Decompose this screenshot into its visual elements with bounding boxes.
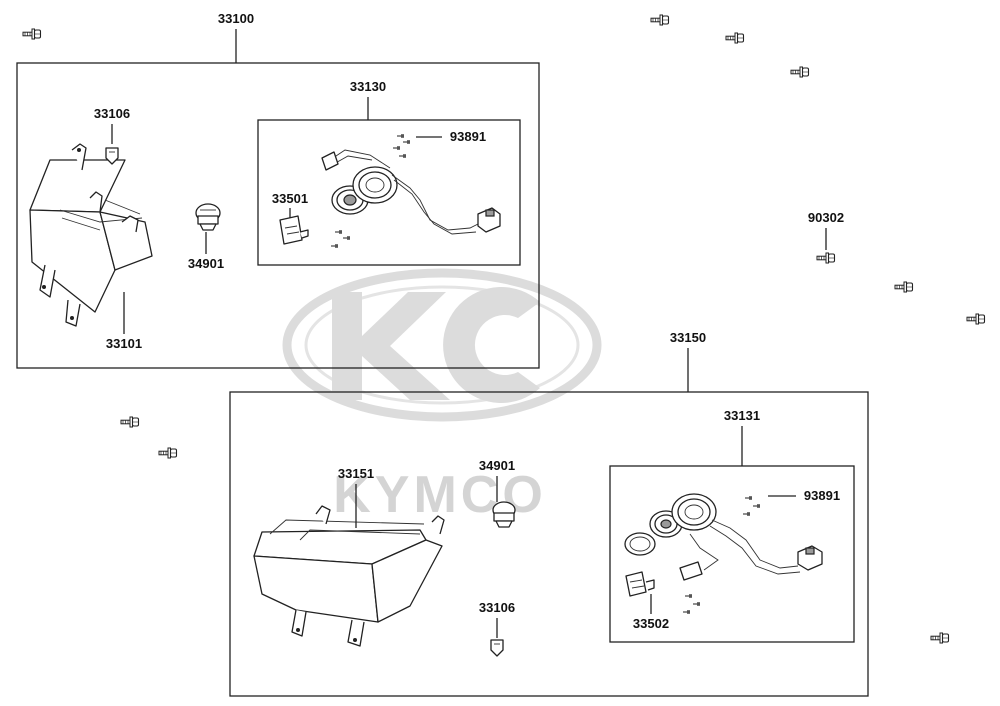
clip-33106-a [105,147,119,165]
label-33150: 33150 [670,330,706,345]
label-33101: 33101 [106,336,142,351]
reflector-33502 [625,571,655,597]
bolt-icon [158,447,178,459]
bulb-34901-a [195,203,221,231]
bolt-icon [816,252,836,264]
bolt-icon [650,14,670,26]
subassembly-33130: 33130 [257,79,521,266]
assembly-33150-frame [229,391,869,697]
label-34901-b: 34901 [479,458,515,473]
label-33106-a: 33106 [94,106,130,121]
subassembly-33131: 33131 [609,408,855,643]
subassembly-33130-frame [257,119,521,266]
kymco-logo-kc [332,287,540,403]
bulb-34901-b [492,501,516,528]
label-93891-b: 93891 [804,488,840,503]
assembly-33150: 33150 33151 34901 33106 [229,330,869,697]
bolt-icon [120,416,140,428]
assembly-33100-frame [16,62,540,369]
label-93891-a: 93891 [450,129,486,144]
bolt-icon [930,632,950,644]
clip-33106-b [490,639,504,657]
bolt-icon [894,281,914,293]
subassembly-33131-frame [609,465,855,643]
bolt-icon [966,313,986,325]
kymco-watermark: KYMCO [282,268,602,524]
headlight-housing-33101 [29,143,153,327]
label-33501: 33501 [272,191,308,206]
label-33151: 33151 [338,466,374,481]
kymco-logo-ring [282,268,602,422]
label-33131: 33131 [724,408,760,423]
label-33130: 33130 [350,79,386,94]
label-33106-b: 33106 [479,600,515,615]
socket-harness-33130 [321,149,501,235]
label-90302: 90302 [808,210,844,225]
headlight-housing-33151 [253,505,445,647]
bolt-icon [725,32,745,44]
bolt-icon [790,66,810,78]
assembly-33100: 33100 33101 33106 [16,11,540,369]
label-33100: 33100 [218,11,254,26]
label-34901-a: 34901 [188,256,224,271]
label-33502: 33502 [633,616,669,631]
loose-bolts [22,14,986,644]
socket-harness-33131 [624,493,823,581]
bolt-icon [22,28,42,40]
reflector-33501 [279,215,309,245]
